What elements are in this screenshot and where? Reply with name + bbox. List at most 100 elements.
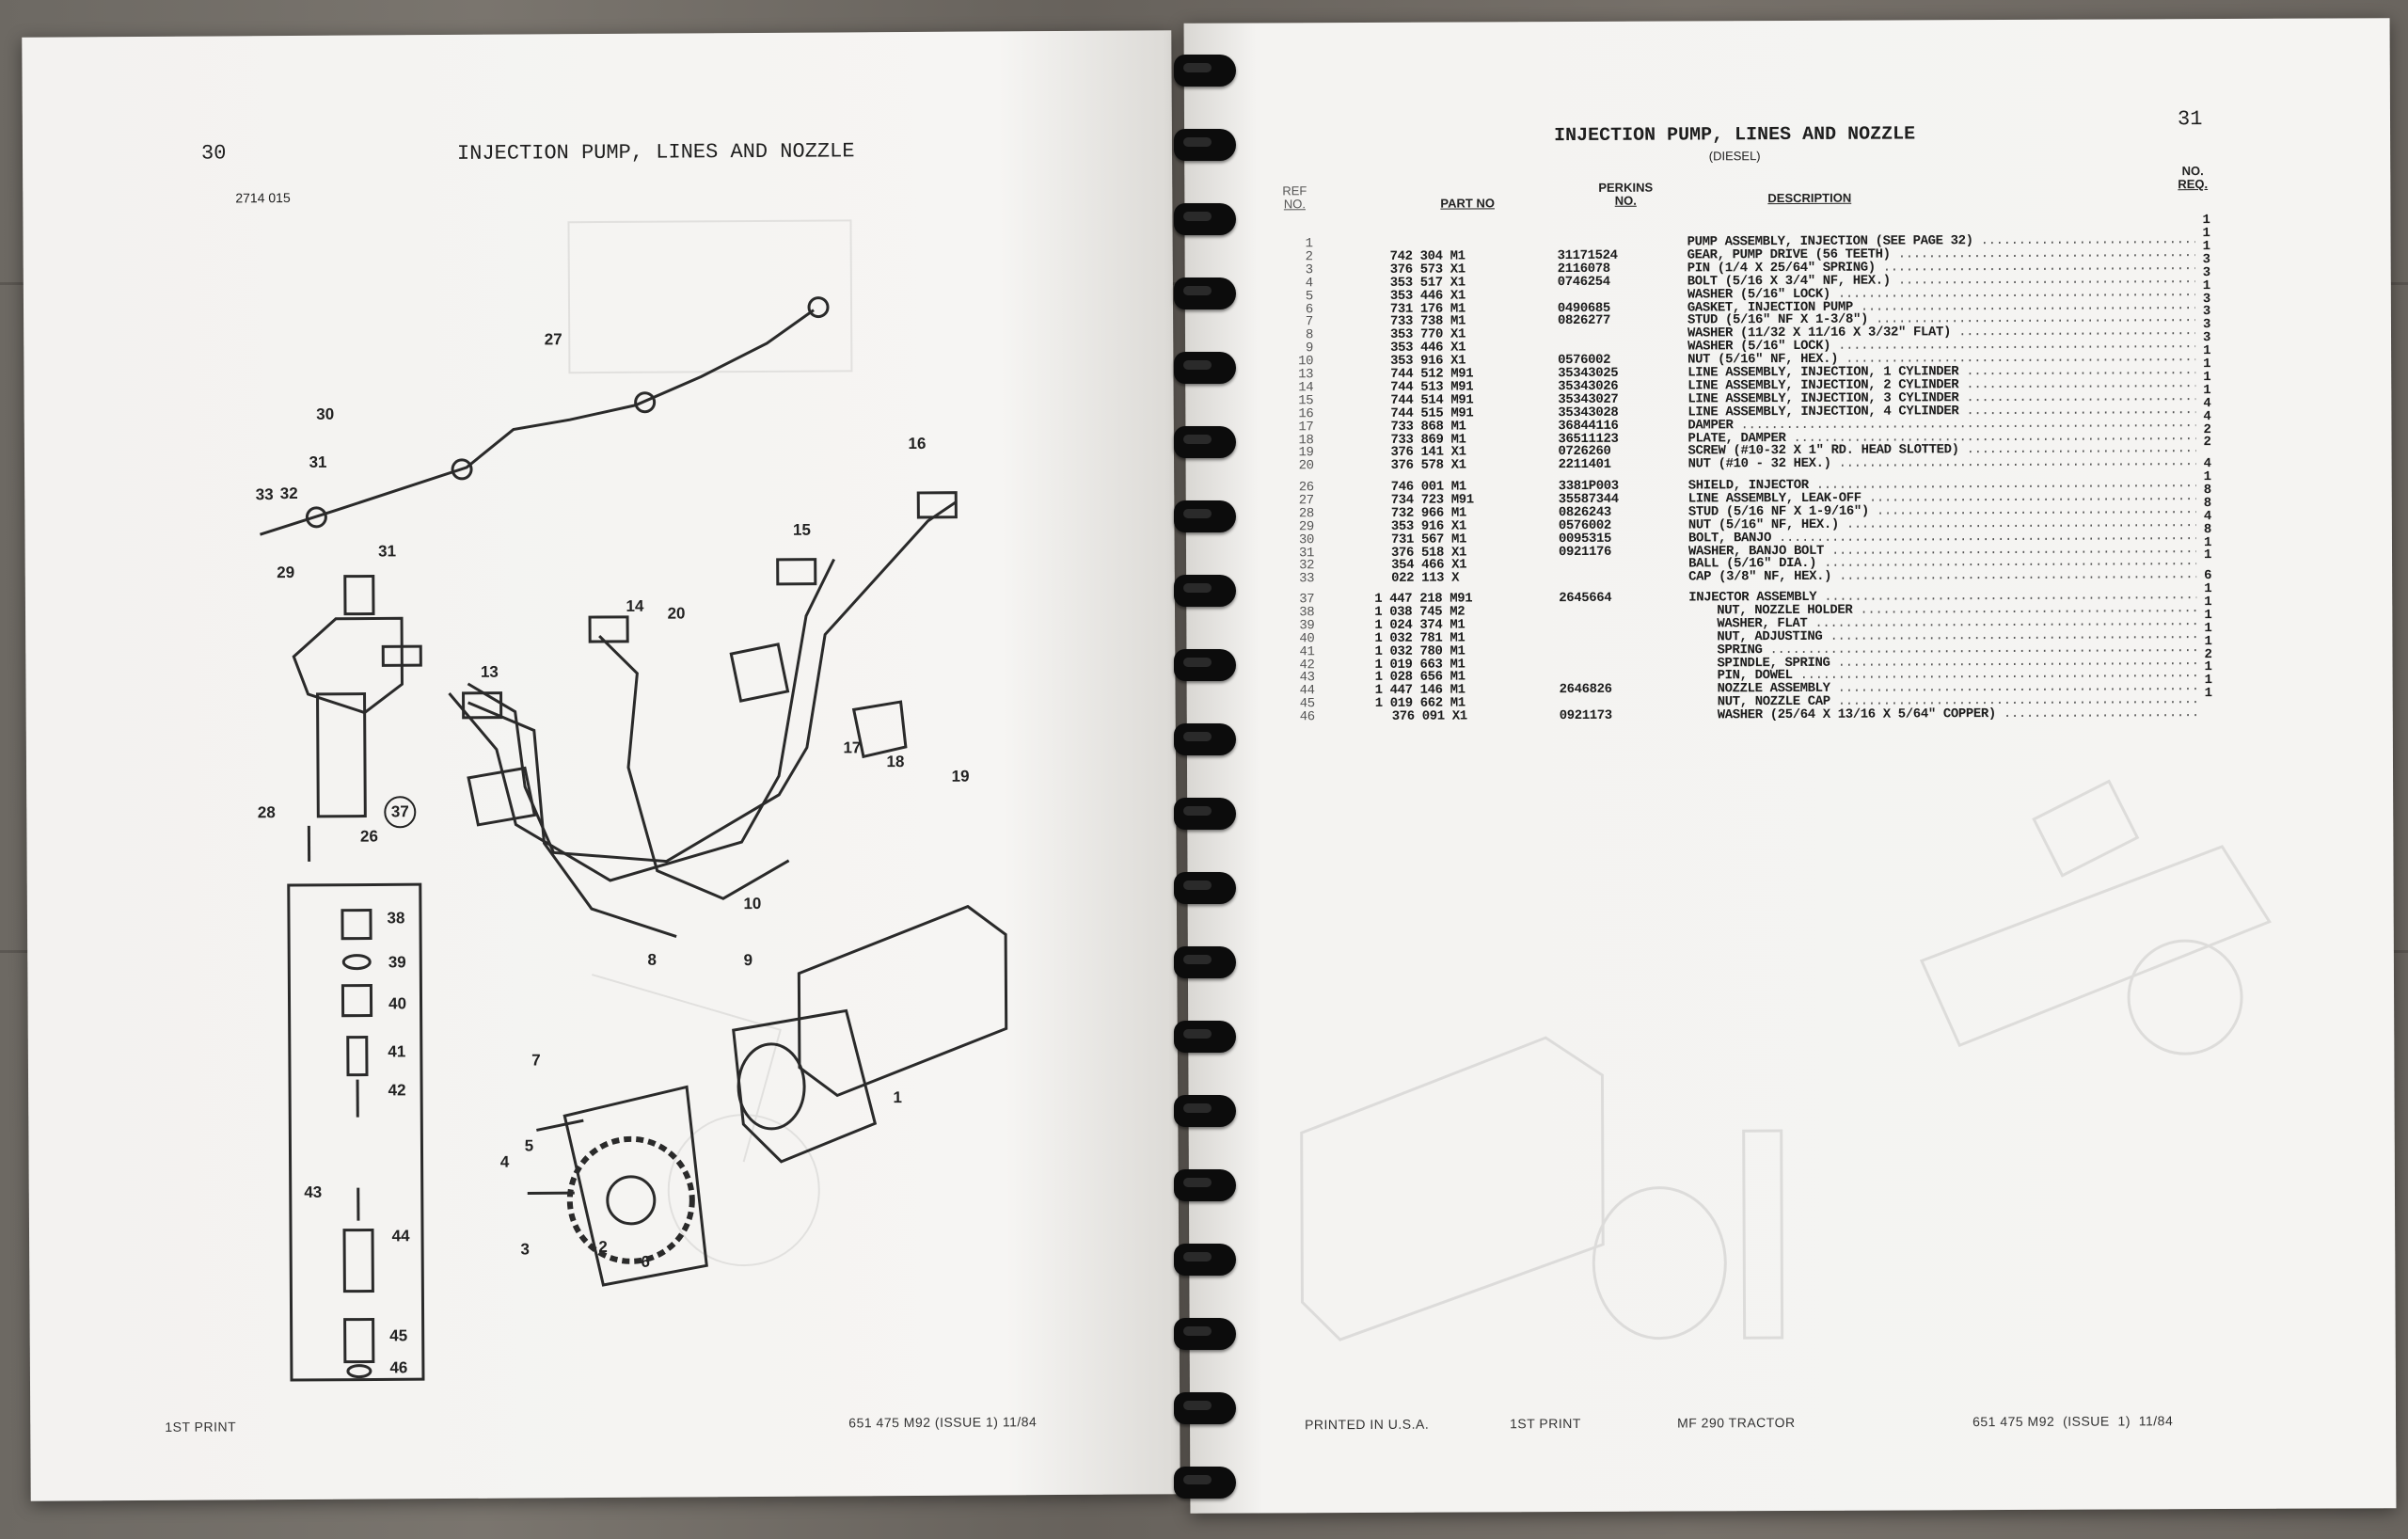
perkins-number: 0576002 xyxy=(1558,517,1611,533)
part-number: 376 091 X1 xyxy=(1391,708,1467,724)
perkins-number: 35343027 xyxy=(1558,391,1619,407)
qty: 1 xyxy=(2204,620,2212,636)
qty: 1 xyxy=(2203,469,2211,485)
part-number: 353 916 X1 xyxy=(1390,518,1466,534)
callout-38: 38 xyxy=(387,909,405,928)
callout-16: 16 xyxy=(908,434,927,452)
description: NUT (#10 - 32 HEX.) xyxy=(1688,455,2196,471)
perkins-number: 0921176 xyxy=(1558,544,1612,560)
ref-number: 38 xyxy=(1299,605,1315,621)
perkins-number: 35343028 xyxy=(1558,405,1619,420)
callout-39: 39 xyxy=(388,953,406,972)
part-number: 376 573 X1 xyxy=(1389,262,1465,278)
ref-number: 28 xyxy=(1298,506,1314,522)
callout-28: 28 xyxy=(257,803,276,822)
binding-ring xyxy=(1174,1467,1236,1499)
qty: 3 xyxy=(2202,264,2210,280)
description: WASHER (25/64 X 13/16 X 5/64" COPPER) xyxy=(1718,706,2197,722)
callout-27: 27 xyxy=(544,330,562,349)
perkins-number: 31171524 xyxy=(1557,247,1618,263)
binding-ring xyxy=(1174,723,1236,755)
footer-model: MF 290 TRACTOR xyxy=(1677,1414,1796,1431)
binding-ring xyxy=(1174,55,1236,87)
callout-1: 1 xyxy=(893,1088,902,1107)
binding-ring xyxy=(1174,1169,1236,1201)
qty: 1 xyxy=(2204,594,2212,610)
binding-ring xyxy=(1174,798,1236,830)
binding-ring xyxy=(1174,278,1236,309)
ref-number: 14 xyxy=(1298,380,1314,396)
callout-31: 31 xyxy=(309,452,327,471)
qty: 8 xyxy=(2203,482,2211,498)
injection-pump-body xyxy=(797,904,1008,1098)
callout-45: 45 xyxy=(389,1326,408,1345)
part-number: 376 578 X1 xyxy=(1390,457,1466,474)
pump-drive-gear xyxy=(566,1135,695,1264)
perkins-number: 36844116 xyxy=(1558,418,1619,434)
callout-29: 29 xyxy=(277,563,295,582)
perkins-number: 0095315 xyxy=(1558,531,1611,547)
binding-ring xyxy=(1174,426,1236,458)
callout-33: 33 xyxy=(255,485,274,504)
perkins-number: 0826277 xyxy=(1557,313,1610,329)
perkins-number: 0921173 xyxy=(1559,707,1612,724)
binding-ring xyxy=(1174,500,1236,532)
perkins-number: 0826243 xyxy=(1558,504,1611,520)
binding-ring xyxy=(1174,1392,1236,1424)
callout-26: 26 xyxy=(359,827,378,846)
callout-3: 3 xyxy=(520,1240,530,1259)
ref-number: 39 xyxy=(1299,618,1315,634)
injection-line-16 xyxy=(467,500,958,864)
binding-ring xyxy=(1174,946,1236,978)
qty: 1 xyxy=(2204,633,2212,649)
qty: 1 xyxy=(2204,607,2212,623)
callout-43: 43 xyxy=(304,1182,323,1201)
qty: 8 xyxy=(2203,521,2211,537)
callout-17: 17 xyxy=(843,738,862,757)
callout-5: 5 xyxy=(524,1136,534,1155)
binding-ring xyxy=(1174,872,1236,904)
part-number: 1 032 781 M1 xyxy=(1374,630,1465,646)
footer-doc-number: 651 475 M92 (ISSUE 1) 11/84 xyxy=(848,1414,1038,1431)
callout-2: 2 xyxy=(598,1237,608,1257)
show-through-diagram xyxy=(1300,779,2272,1341)
header-qty: NO.REQ. xyxy=(2178,164,2208,191)
perkins-number: 2645664 xyxy=(1559,590,1612,607)
footer-print: 1ST PRINT xyxy=(1510,1415,1581,1432)
qty: 8 xyxy=(2203,495,2211,511)
qty: 1 xyxy=(2202,238,2210,254)
ref-number: 30 xyxy=(1298,532,1314,547)
callout-20: 20 xyxy=(667,604,686,623)
callout-46: 46 xyxy=(389,1358,408,1377)
header-ref-line1: REF xyxy=(1282,183,1307,198)
binding-ring xyxy=(1174,649,1236,681)
footer-doc-number: 651 475 M92 (ISSUE 1) 11/84 xyxy=(1972,1413,2174,1430)
ref-number: 46 xyxy=(1299,709,1315,725)
callout-9: 9 xyxy=(743,951,753,970)
callout-10: 10 xyxy=(743,894,762,913)
footer-printed-in: PRINTED IN U.S.A. xyxy=(1305,1416,1430,1433)
callout-32: 32 xyxy=(279,484,298,503)
perkins-number: 2211401 xyxy=(1558,457,1611,473)
part-number: 744 514 M91 xyxy=(1390,392,1474,408)
callout-40: 40 xyxy=(388,994,407,1013)
qty: 1 xyxy=(2204,686,2212,702)
part-number: 744 515 M91 xyxy=(1390,405,1474,421)
ref-number: 16 xyxy=(1298,405,1314,421)
qty: 4 xyxy=(2203,395,2211,411)
ref-number: 29 xyxy=(1298,518,1314,534)
part-number: 022 113 X xyxy=(1391,570,1460,587)
ref-number: 27 xyxy=(1298,493,1314,509)
ref-number: 17 xyxy=(1298,419,1314,435)
footer-print: 1ST PRINT xyxy=(165,1419,237,1435)
callout-37: 37 xyxy=(384,796,417,829)
perkins-number: 35587344 xyxy=(1558,491,1619,507)
right-page: 31 INJECTION PUMP, LINES AND NOZZLE (DIE… xyxy=(1183,18,2397,1514)
header-qty-line1: NO. xyxy=(2181,164,2204,179)
part-number: 353 446 X1 xyxy=(1389,288,1465,304)
binding-ring xyxy=(1174,1095,1236,1127)
qty: 3 xyxy=(2202,251,2210,267)
header-ref-line2: NO. xyxy=(1283,197,1306,212)
